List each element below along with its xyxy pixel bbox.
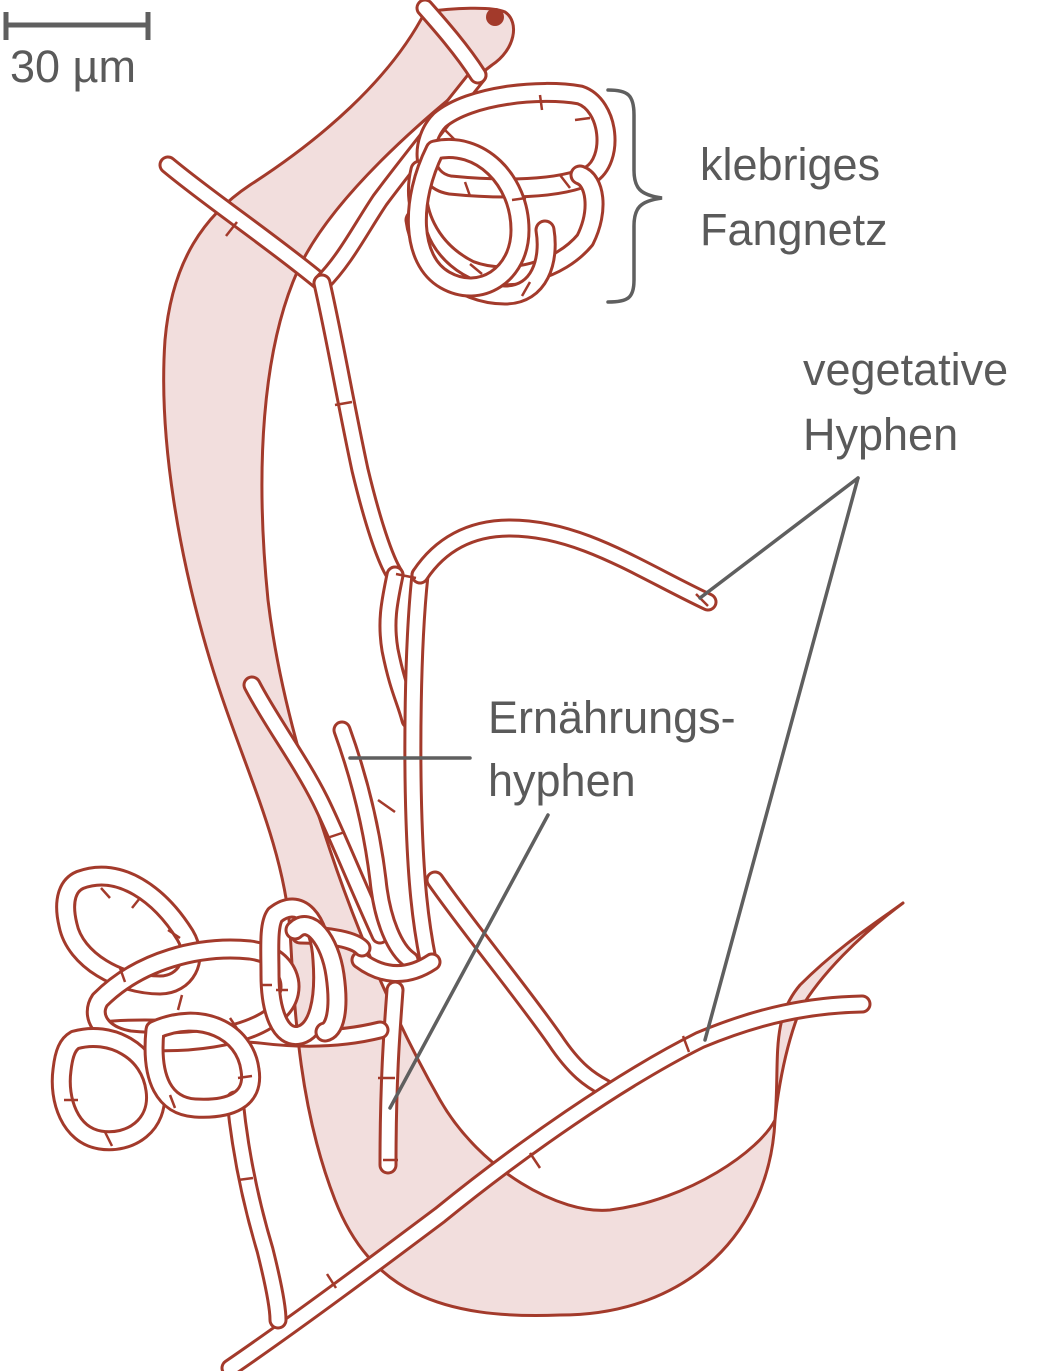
hypha-vegetative-branch-lumen — [413, 521, 715, 609]
hypha-feeding-base-lumen — [353, 953, 439, 980]
feeding-label-line2: hyphen — [488, 755, 636, 806]
trap-label-line1: klebriges — [700, 139, 880, 190]
hypha-top-exit-lumen — [418, 1, 485, 82]
nematode-body-shape — [162, 6, 905, 1318]
septum — [167, 928, 181, 940]
septum — [442, 127, 456, 141]
hypha-lower-right-lumen — [428, 873, 612, 1095]
trap-loop-left-3-lumen — [53, 1029, 164, 1149]
septum — [681, 1035, 691, 1053]
scale-bar: 30 µm — [3, 12, 151, 92]
nematode-eye-spot — [486, 8, 504, 26]
septum — [237, 1176, 254, 1182]
trap-loop-left-6-lumen — [287, 918, 345, 1040]
label-vegetative: vegetative Hyphen — [698, 344, 1008, 1042]
nematode-body — [162, 6, 905, 1318]
septum — [326, 830, 346, 840]
label-trap: klebriges Fangnetz — [606, 88, 888, 304]
trap-loop-top-4-lumen — [409, 141, 528, 295]
septum — [511, 196, 527, 202]
trap-loop-left-4-lumen — [146, 1014, 259, 1116]
septum — [559, 174, 571, 189]
hypha-main-trunk-lumen — [315, 276, 402, 582]
vegetative-label-line2: Hyphen — [803, 409, 958, 460]
hypha-feeding-1-lumen — [245, 678, 387, 942]
septum — [228, 1017, 240, 1031]
septum — [695, 593, 709, 607]
septum — [118, 967, 127, 983]
septum — [520, 281, 532, 297]
septum — [168, 1094, 177, 1109]
septum — [103, 1131, 114, 1147]
septum — [176, 994, 184, 1011]
hypha-left-down-lumen — [228, 1093, 285, 1327]
septum — [131, 897, 141, 909]
vegetative-label-line1: vegetative — [803, 344, 1008, 395]
trap-brace — [606, 88, 663, 304]
feeding-leader-2 — [388, 813, 550, 1110]
septum — [334, 400, 353, 407]
hypha-lower-long-lumen — [223, 997, 869, 1371]
vegetative-leader-1 — [698, 476, 860, 600]
trap-loop-left-1-lumen — [58, 868, 199, 993]
hyphae-network — [50, 0, 872, 1371]
label-feeding: Ernährungs- hyphen — [348, 692, 736, 1110]
septum — [377, 798, 396, 814]
trap-label-line2: Fangnetz — [700, 204, 888, 255]
septum — [237, 1074, 253, 1080]
vegetative-leader-2 — [703, 476, 860, 1042]
septum — [463, 181, 472, 197]
feeding-label-line1: Ernährungs- — [488, 692, 736, 743]
septum — [225, 221, 238, 237]
septum — [538, 94, 544, 111]
hypha-upper-left-lumen — [161, 158, 329, 290]
hypha-feeding-3-lumen — [381, 983, 402, 1172]
hyphae-septa — [64, 94, 709, 1289]
scale-bar-label: 30 µm — [10, 41, 136, 92]
septum — [325, 1273, 338, 1289]
hypha-feeding-2-lumen — [335, 723, 417, 967]
septum — [100, 887, 111, 899]
septum — [395, 572, 417, 580]
septum — [574, 116, 591, 122]
septum — [469, 263, 483, 275]
septum — [528, 1152, 542, 1169]
hypha-vertical-stem-lumen — [406, 568, 435, 967]
